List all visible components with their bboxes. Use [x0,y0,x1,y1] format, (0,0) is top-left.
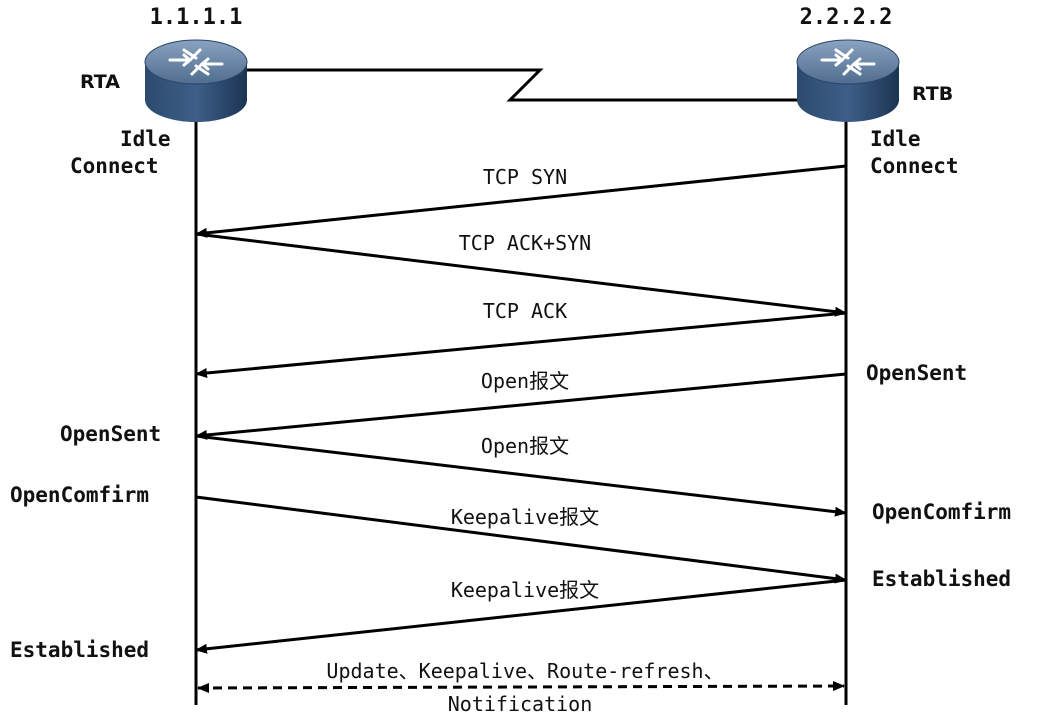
arrow-open-2 [195,434,847,517]
label-exchange-line1: Update、Keepalive、Route-refresh、 [326,659,723,683]
rta-state-openconfirm: OpenComfirm [10,483,149,507]
rtb-name: RTB [912,83,953,105]
router-link [245,68,800,102]
rtb-state-established: Established [872,567,1011,591]
rtb-state-idle: Idle [870,127,921,151]
rtb-state-openconfirm: OpenComfirm [872,500,1011,524]
rtb-router-icon [796,39,900,122]
rta-state-idle: Idle [120,127,171,151]
rtb-state-connect: Connect [870,154,959,178]
arrow-tcp-ack [195,311,847,378]
arrow-keepalive-2 [195,578,847,654]
arrow-open-1 [195,372,847,440]
rta-name: RTA [80,71,120,93]
arrow-exchange [197,681,845,693]
rta-router-icon [144,39,248,122]
rta-state-established: Established [10,638,149,662]
rta-ip: 1.1.1.1 [150,5,243,30]
label-open-2: Open报文 [481,434,569,458]
label-tcp-syn: TCP SYN [483,165,567,189]
arrow-tcp-syn [195,164,847,238]
label-tcp-ack: TCP ACK [483,299,567,323]
rta-state-opensent: OpenSent [60,422,161,446]
rtb-ip: 2.2.2.2 [800,5,893,30]
arrow-tcp-ack-syn [195,232,847,317]
label-keepalive-2: Keepalive报文 [451,578,599,602]
label-exchange-line2: Notification [448,692,593,716]
rta-state-connect: Connect [70,154,159,178]
label-tcp-ack-syn: TCP ACK+SYN [459,231,591,255]
label-keepalive-1: Keepalive报文 [451,505,599,529]
label-open-1: Open报文 [481,369,569,393]
arrow-keepalive-1 [195,495,847,584]
rtb-state-opensent: OpenSent [866,361,967,385]
